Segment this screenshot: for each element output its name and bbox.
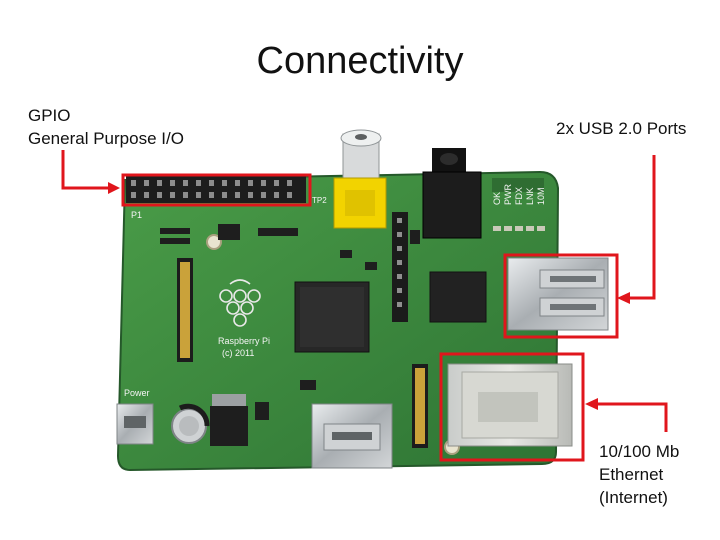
silk-led-10m: 10M [536, 187, 546, 205]
hdmi-port [311, 403, 393, 469]
electrolytic-capacitor [171, 403, 210, 444]
gpio-highlight-box [121, 173, 312, 207]
rca-video-connector [333, 129, 387, 229]
ethernet-label-line3: (Internet) [599, 488, 668, 507]
mounting-hole [206, 234, 222, 250]
ethernet-highlight-box [439, 352, 585, 462]
slide-title: Connectivity [256, 40, 464, 82]
usb-highlight-box [503, 253, 619, 339]
lan-usb-chip [429, 271, 487, 323]
voltage-regulator [210, 394, 248, 446]
silk-led-ok: OK [492, 192, 502, 205]
smd-components [160, 224, 420, 420]
gpio-callout-label: GPIO General Purpose I/O [28, 104, 184, 150]
usb-callout-arrow [617, 155, 656, 304]
silk-led-fdx: FDX [514, 187, 524, 205]
ethernet-callout-label: 10/100 Mb Ethernet (Internet) [599, 440, 679, 509]
ethernet-label-line1: 10/100 Mb [599, 442, 680, 461]
micro-usb-power-port [116, 403, 154, 445]
gpio-label-line1: GPIO [28, 106, 71, 125]
led-row [493, 226, 545, 231]
silk-gpio-header-label: P1 [131, 210, 142, 220]
ethernet-label-line2: Ethernet [599, 465, 664, 484]
soc-chip [294, 281, 370, 353]
silk-brand: Raspberry Pi [218, 336, 270, 346]
silk-led-pwr: PWR [503, 184, 513, 205]
camera-header [392, 212, 408, 322]
audio-jack [422, 148, 482, 239]
usb-ports [507, 257, 609, 331]
gpio-header [126, 176, 306, 203]
silk-led-lnk: LNK [525, 187, 535, 205]
raspberry-logo [219, 279, 261, 327]
usb-callout-label: 2x USB 2.0 Ports [556, 119, 687, 138]
csi-camera-connector [412, 364, 428, 448]
status-leds [492, 178, 544, 192]
dsi-display-connector [177, 258, 193, 362]
ethernet-jack [447, 363, 573, 447]
silk-copyright: (c) 2011 [222, 348, 254, 358]
gpio-label-line2: General Purpose I/O [28, 129, 184, 148]
silk-power: Power [124, 388, 150, 398]
silk-tp2-label: TP2 [312, 196, 327, 205]
gpio-callout-arrow [61, 150, 120, 194]
ethernet-callout-arrow [585, 398, 668, 432]
